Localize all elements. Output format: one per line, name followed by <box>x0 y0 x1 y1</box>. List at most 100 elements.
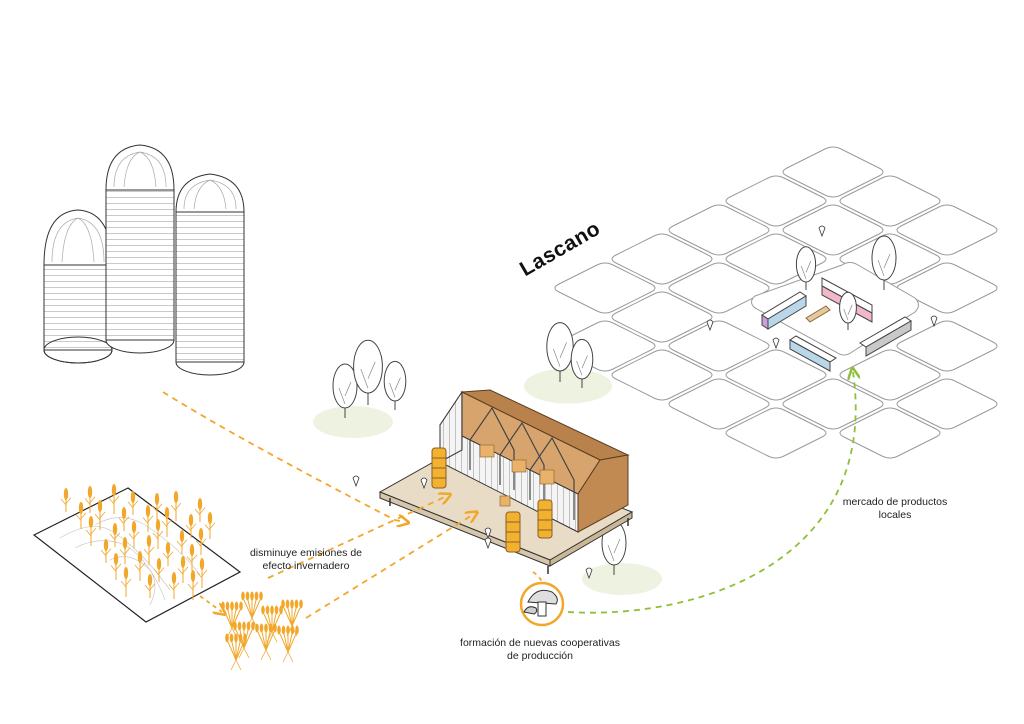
wheat-stalk <box>168 572 180 599</box>
tree-icon <box>570 338 594 388</box>
wheat-sheaf-icon <box>255 623 277 661</box>
pin-icon <box>484 537 492 550</box>
pin-icon <box>585 567 593 580</box>
wheat-stalk <box>134 551 146 581</box>
cooperatives-label-line-1: formación de nuevas cooperativas <box>460 637 620 649</box>
arrow-building-to-cooperative <box>532 571 544 591</box>
trees <box>313 235 897 595</box>
city-block <box>782 146 884 198</box>
tree-icon <box>383 360 407 410</box>
wheat-stalk <box>94 500 106 530</box>
pin-icon <box>772 337 780 350</box>
mushroom-icon <box>519 581 565 627</box>
wheat-stalk <box>143 535 155 565</box>
pin-icon <box>706 319 714 332</box>
market-label-line-2: locales <box>878 509 912 521</box>
pin-icon <box>484 527 492 540</box>
city-block <box>839 175 941 227</box>
wheat-stalk <box>60 488 72 512</box>
wheat-stalk <box>109 523 121 547</box>
arrow-field-to-sheaves <box>199 595 222 612</box>
pin-icon <box>352 475 360 488</box>
pin-icon <box>420 477 428 490</box>
wheat-stalk <box>185 514 197 538</box>
city-block <box>554 262 656 314</box>
pin-icon <box>930 315 938 328</box>
wheat-stalk <box>118 507 130 531</box>
city-block <box>896 204 998 256</box>
city-block <box>668 204 770 256</box>
city-block <box>611 349 713 401</box>
city-block <box>896 378 998 430</box>
pins <box>352 225 938 580</box>
wheat-stalk <box>108 484 120 514</box>
wheat-stalk <box>85 516 97 546</box>
city-block <box>668 320 770 372</box>
city-block <box>725 349 827 401</box>
tree-icon <box>839 291 857 330</box>
wheat-stalk <box>142 505 154 532</box>
city-block <box>782 378 884 430</box>
market-label-line-1: mercado de productos <box>842 496 948 508</box>
pin-icon <box>818 225 826 238</box>
city-block <box>839 349 941 401</box>
arrow-silos-to-building <box>162 391 405 522</box>
wheat-stalk <box>84 486 96 513</box>
city-block <box>839 407 941 459</box>
tree-icon <box>524 322 612 404</box>
wheat-stalk <box>196 558 208 588</box>
tree-icon <box>353 339 383 405</box>
city-block <box>725 175 827 227</box>
flow-arrows <box>162 372 856 619</box>
emissions-label: disminuye emisiones de efecto invernader… <box>238 547 374 573</box>
wheat-stalks <box>60 484 216 600</box>
tree-icon <box>313 363 393 438</box>
wheat-stalk <box>144 574 156 598</box>
wheat-stalk <box>128 521 140 548</box>
city-block <box>782 204 884 256</box>
wheat-stalk <box>204 512 216 539</box>
silo-icon <box>175 173 245 376</box>
cooperatives-label-line-2: de producción <box>507 650 573 662</box>
wheat-sheaf-icon <box>241 591 263 629</box>
city-block <box>668 378 770 430</box>
tree-icon <box>795 246 817 290</box>
emissions-label-line-1: disminuye emisiones de <box>249 547 363 559</box>
wheat-stalk <box>110 553 122 580</box>
mushroom-stack <box>505 511 521 553</box>
silo-icon <box>105 144 175 354</box>
wheat-sheaf-icon <box>277 625 299 663</box>
silo-icon <box>43 209 113 364</box>
mushroom-stack <box>431 447 447 489</box>
mushroom-stack <box>537 499 553 539</box>
wheat-stalk <box>170 491 182 521</box>
wheat-stalk <box>195 528 207 555</box>
wheat-sheaf-icon <box>233 621 255 659</box>
wheat-sheaf-icon <box>221 601 243 639</box>
tree-icon <box>871 235 897 290</box>
wheat-stalk <box>100 539 112 563</box>
wheat-stalk <box>186 544 198 571</box>
wheat-stalk <box>187 570 199 600</box>
wheat-stalk <box>161 507 173 537</box>
wheat-stalk <box>119 537 131 564</box>
wheat-stalk <box>177 556 189 583</box>
tree-icon <box>582 520 662 595</box>
wheat-stalk <box>152 519 164 549</box>
wheat-stalk <box>162 542 174 566</box>
wheat-stalk <box>151 493 163 520</box>
wheat-stalk <box>153 558 165 582</box>
cooperatives-label: formación de nuevas cooperativas de prod… <box>445 637 635 663</box>
wheat-field-icon <box>32 484 242 623</box>
wheat-stalk <box>75 502 87 529</box>
arrow-cooperative-to-market <box>567 372 856 614</box>
wheat-sheaves <box>221 591 303 671</box>
wheat-stalk <box>120 567 132 597</box>
silos <box>43 144 245 376</box>
production-building <box>378 389 634 574</box>
market-label: mercado de productos locales <box>828 496 962 522</box>
wheat-sheaf-icon <box>225 633 247 671</box>
city-block <box>896 320 998 372</box>
city-block <box>725 407 827 459</box>
